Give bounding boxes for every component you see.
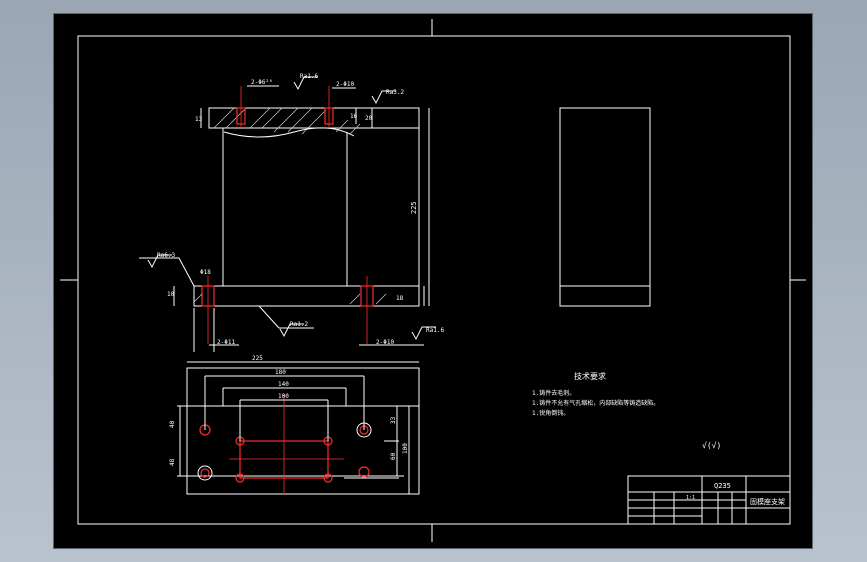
title-block: Q235 固模座支架 1:1 [627,475,791,525]
side-view-body [559,107,651,307]
note-2: 1.铸件不允有气孔缩松，内部缺陷等铸造缺陷。 [532,399,659,407]
hole-br [358,466,370,478]
label-top-right: 2-Φ10 [336,81,354,88]
drawing-sheet: 2-Φ6²⁰ Ra1.6 2-Φ10 Ra3.2 13 16 20 225 Ra… [53,13,813,549]
roughness-symbol-3 [147,254,172,269]
label-left-roughness: Ra6.3 [157,252,175,259]
label-top-roughness: Ra1.6 [300,73,318,80]
note-3: 1.锐角倒钝。 [532,409,569,417]
dim-height-225: 225 [410,201,418,214]
top-view-outline [186,367,420,495]
dim-40: 40 [169,420,176,428]
dim-33: 33 [390,416,397,424]
dim-left-13: 13 [195,116,203,123]
roughness-symbol-1 [293,76,318,91]
dim-100-vertical: 100 [402,443,409,454]
hole-bl-outer [197,465,213,481]
dim-225: 225 [252,355,263,362]
top-flange [208,107,420,129]
side-view [559,107,651,307]
dim-bottom-18: 18 [396,295,404,302]
label-top-right-roughness: Ra3.2 [386,89,404,96]
notes-title: 技术要求 [574,371,606,381]
dim-left-10: 10 [167,291,175,298]
note-1: 1.铸件去毛刺。 [532,389,575,397]
roughness-symbol-4 [279,323,304,338]
break-line [223,127,355,138]
cad-drawing: 2-Φ6²⁰ Ra1.6 2-Φ10 Ra3.2 13 16 20 225 Ra… [60,19,806,542]
dim-48: 48 [169,458,176,466]
dim-180: 180 [275,369,286,376]
general-roughness: √(√) [702,441,721,450]
inner-border [77,35,791,525]
label-bottom-left: 2-Φ11 [217,339,235,346]
hole-inner-3 [235,473,245,483]
hole-bl [200,468,210,478]
bottom-flange [193,285,420,307]
scale-row: 1:1 [686,495,695,501]
roughness-symbol-2 [371,90,396,105]
part-name: 固模座支架 [750,497,785,506]
technical-notes: 技术要求 1.铸件去毛刺。 1.铸件不允有气孔缩松，内部缺陷等铸造缺陷。 1.锐… [532,371,659,417]
label-bottom-roughness: Ra1.2 [290,321,308,328]
material-label: Q235 [714,482,731,490]
hole-inner-4 [323,473,333,483]
dim-20: 20 [365,115,373,122]
dim-60: 60 [390,452,397,460]
dim-16: 16 [350,113,358,120]
label-bottom-right: 2-Φ10 [376,339,394,346]
label-left-hole: Φ18 [200,269,211,276]
label-bottom-right-roughness: Ra1.6 [426,327,444,334]
front-view: 2-Φ6²⁰ Ra1.6 2-Φ10 Ra3.2 13 16 20 225 Ra… [139,73,444,352]
dim-100: 100 [278,393,289,400]
top-view: 225 180 140 100 40 48 33 60 100 [169,355,420,495]
label-top-holes: 2-Φ6²⁰ [251,79,273,86]
roughness-symbol-5 [411,326,436,341]
dim-140: 140 [278,381,289,388]
